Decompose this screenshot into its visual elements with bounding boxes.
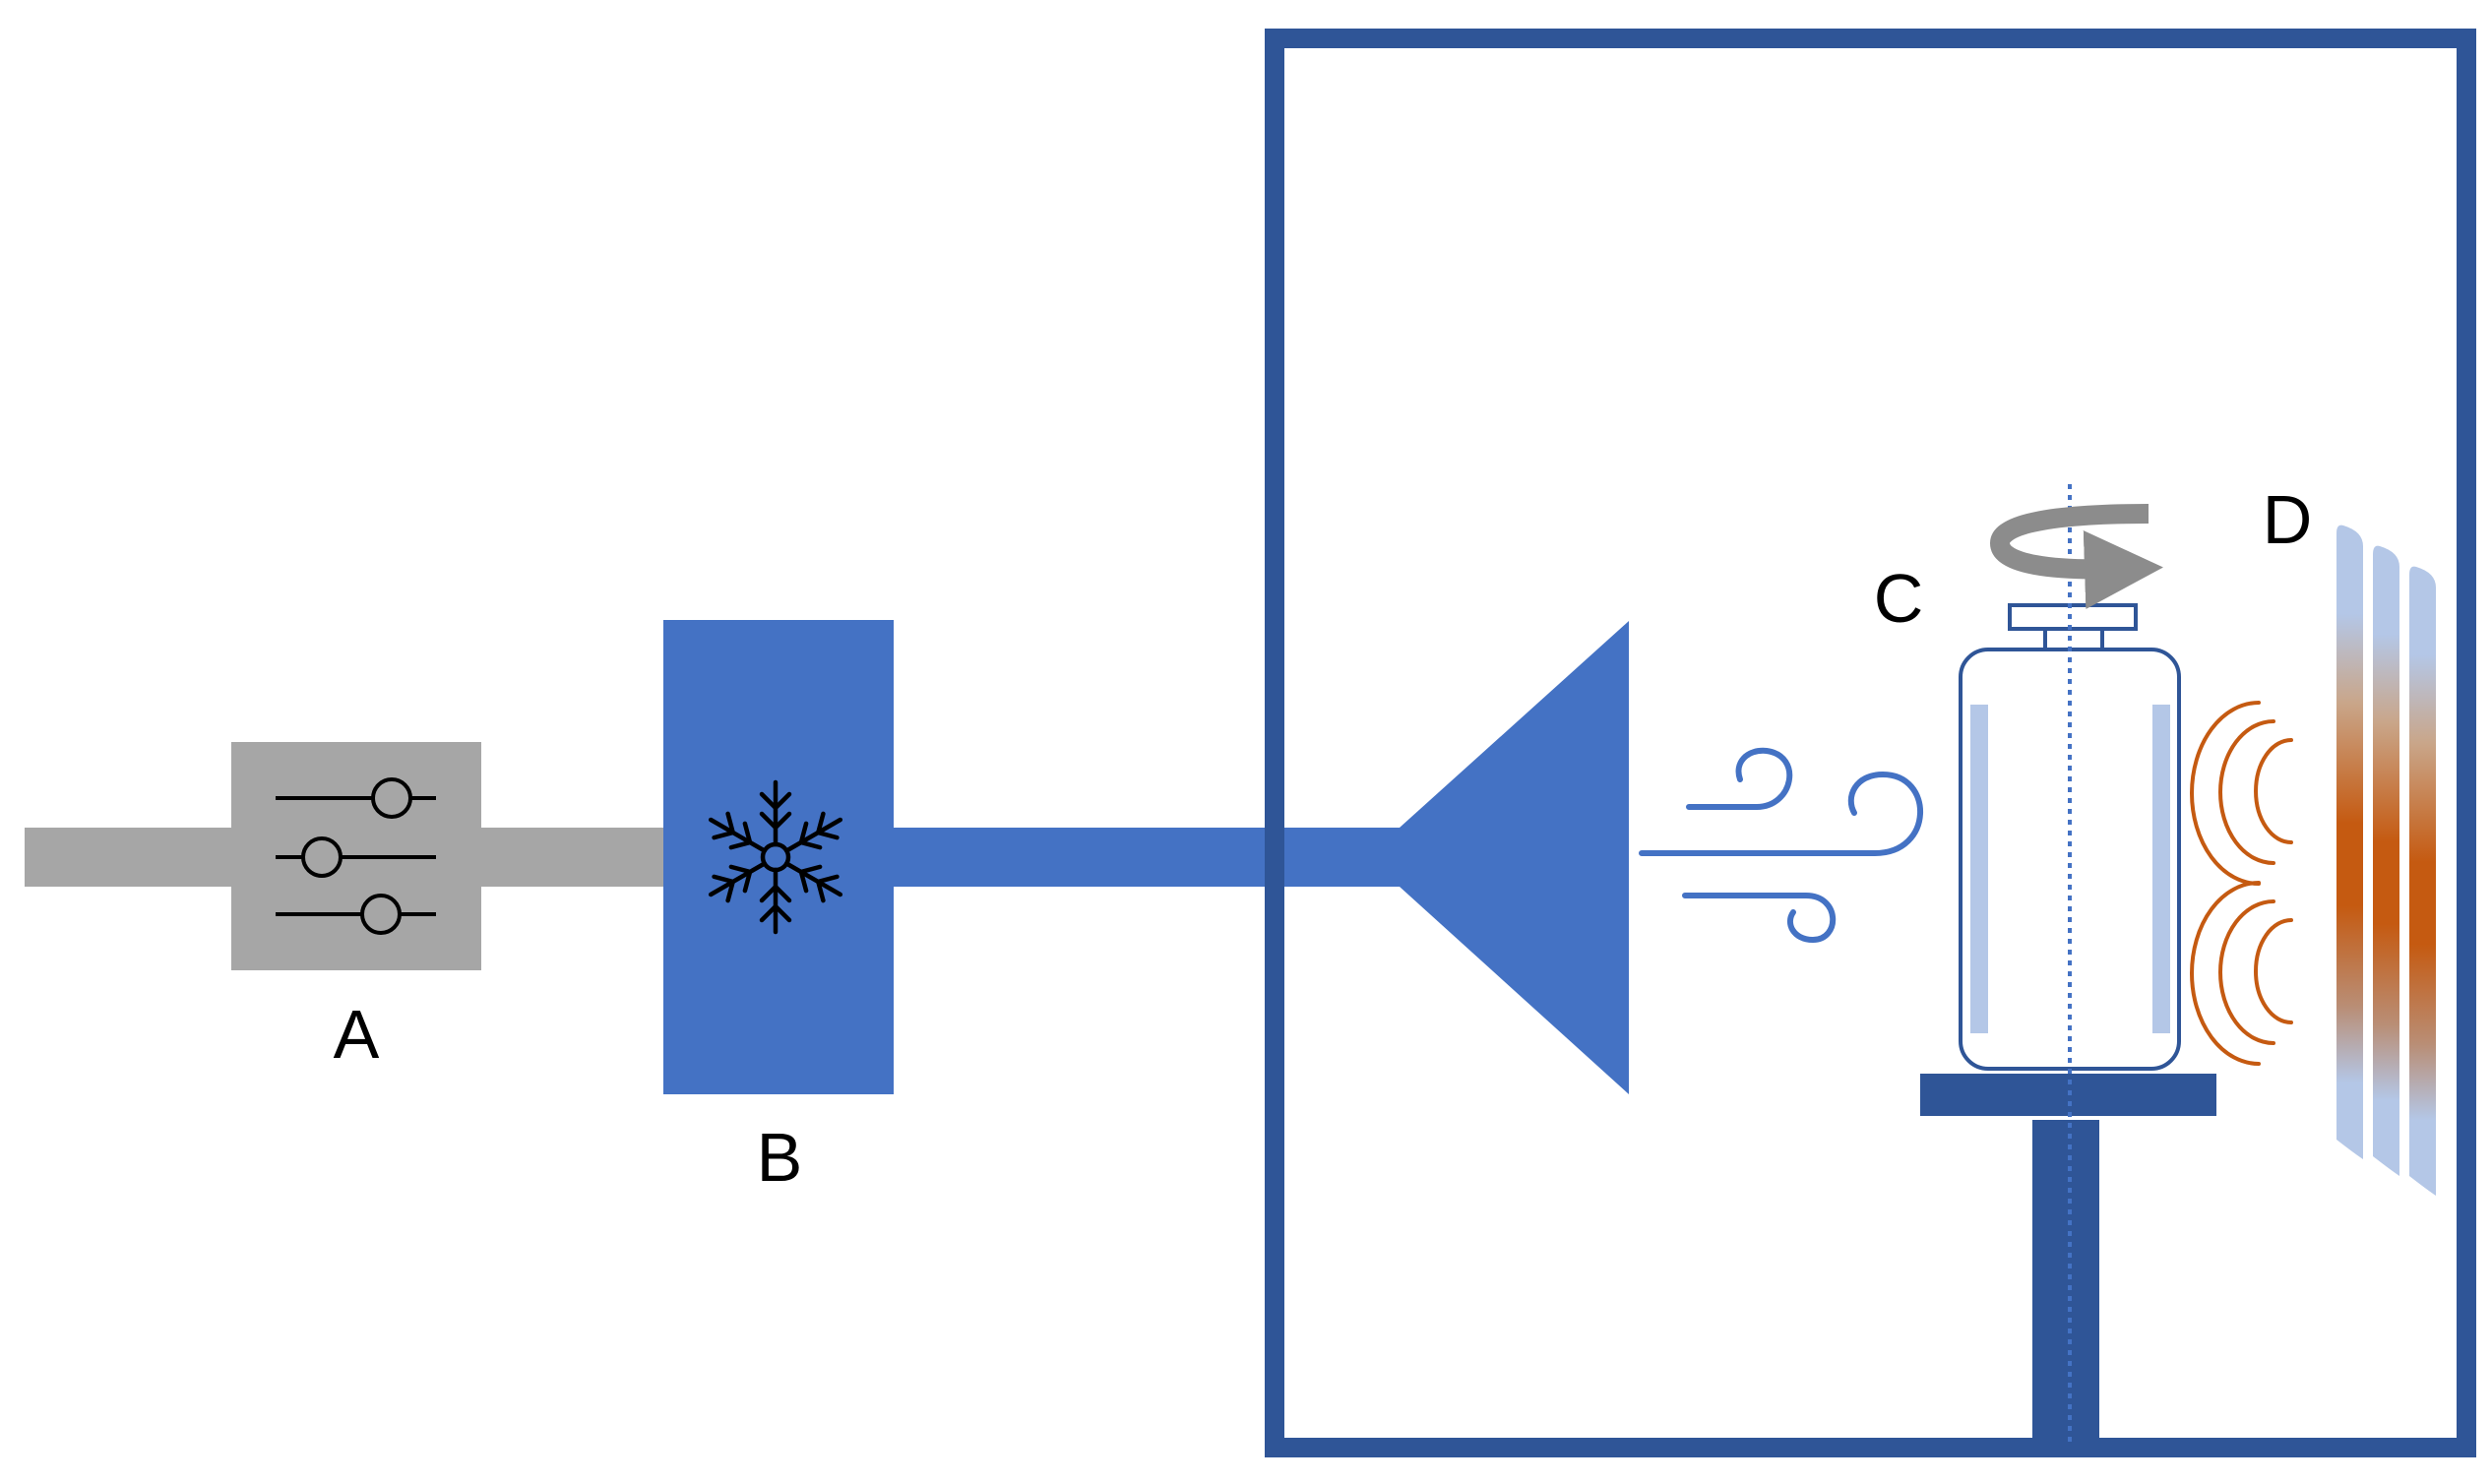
label-d: D xyxy=(2263,481,2313,558)
label-b: B xyxy=(757,1119,803,1196)
sliders-icon xyxy=(276,777,436,935)
cold-air-pipe xyxy=(886,828,1407,887)
wind-icon xyxy=(1639,747,1923,944)
heater-tubes xyxy=(2336,525,2436,1196)
sample-vessel xyxy=(1959,603,2181,1071)
label-c: C xyxy=(1874,560,1924,637)
pipe-wall-crossing xyxy=(1265,828,1284,887)
chamber xyxy=(1265,29,2476,1457)
support-column xyxy=(2032,1120,2099,1448)
label-a: A xyxy=(334,996,380,1073)
nozzle xyxy=(1400,621,1629,1094)
flow-controller xyxy=(231,742,481,970)
radiation-waves-icon xyxy=(2190,701,2293,1066)
snowflake-icon xyxy=(704,779,847,932)
rotation-arrow-icon xyxy=(1989,504,2163,610)
cooling-unit xyxy=(663,620,894,1094)
